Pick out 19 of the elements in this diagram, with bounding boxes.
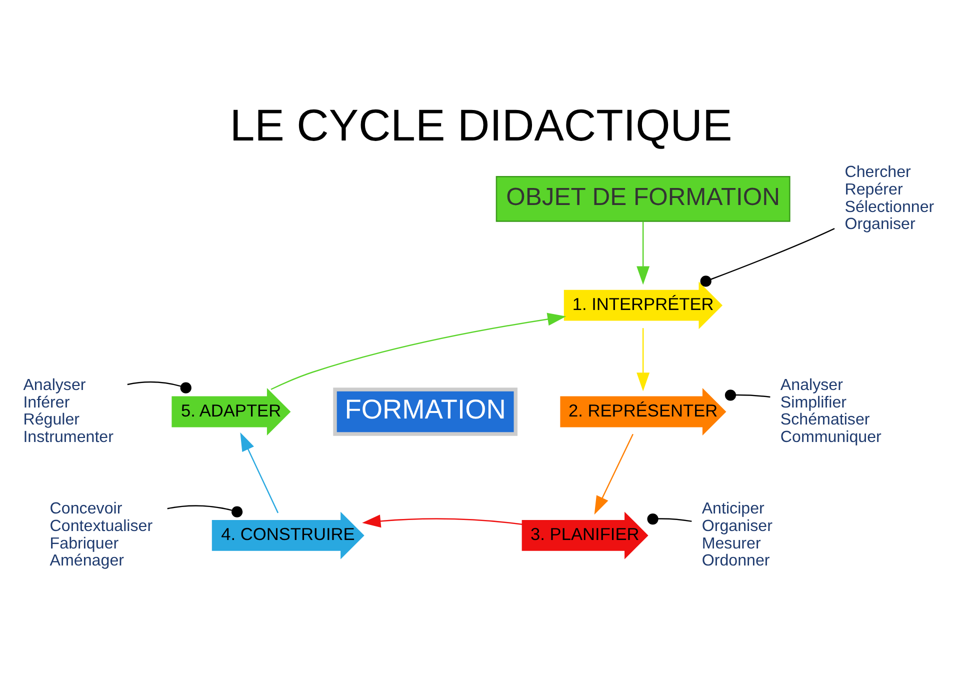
node-text: Chercher Repérer Sélectionner Organiser bbox=[844, 162, 934, 233]
arrow bbox=[270, 312, 566, 390]
diagram-title: LE CYCLE DIDACTIQUE bbox=[230, 101, 732, 150]
arrow bbox=[594, 433, 634, 514]
node-text: Anticiper Organiser Mesurer Ordonner bbox=[702, 499, 772, 570]
arrow bbox=[240, 432, 279, 513]
node-text: Analyser Inférer Réguler Instrumenter bbox=[23, 375, 114, 446]
connector bbox=[647, 512, 692, 524]
node-box: FORMATION bbox=[333, 387, 518, 436]
node-box: OBJET DE FORMATION bbox=[496, 176, 790, 222]
connector bbox=[724, 389, 770, 400]
arrow bbox=[636, 328, 650, 391]
connector bbox=[700, 228, 835, 286]
arrow bbox=[362, 514, 522, 528]
connector bbox=[127, 380, 192, 393]
node-text: Concevoir Contextualiser Fabriquer Aménager bbox=[50, 499, 153, 570]
arrow bbox=[636, 221, 650, 284]
connector bbox=[167, 504, 243, 517]
node-text: Analyser Simplifier Schématiser Communiquer bbox=[780, 375, 882, 446]
